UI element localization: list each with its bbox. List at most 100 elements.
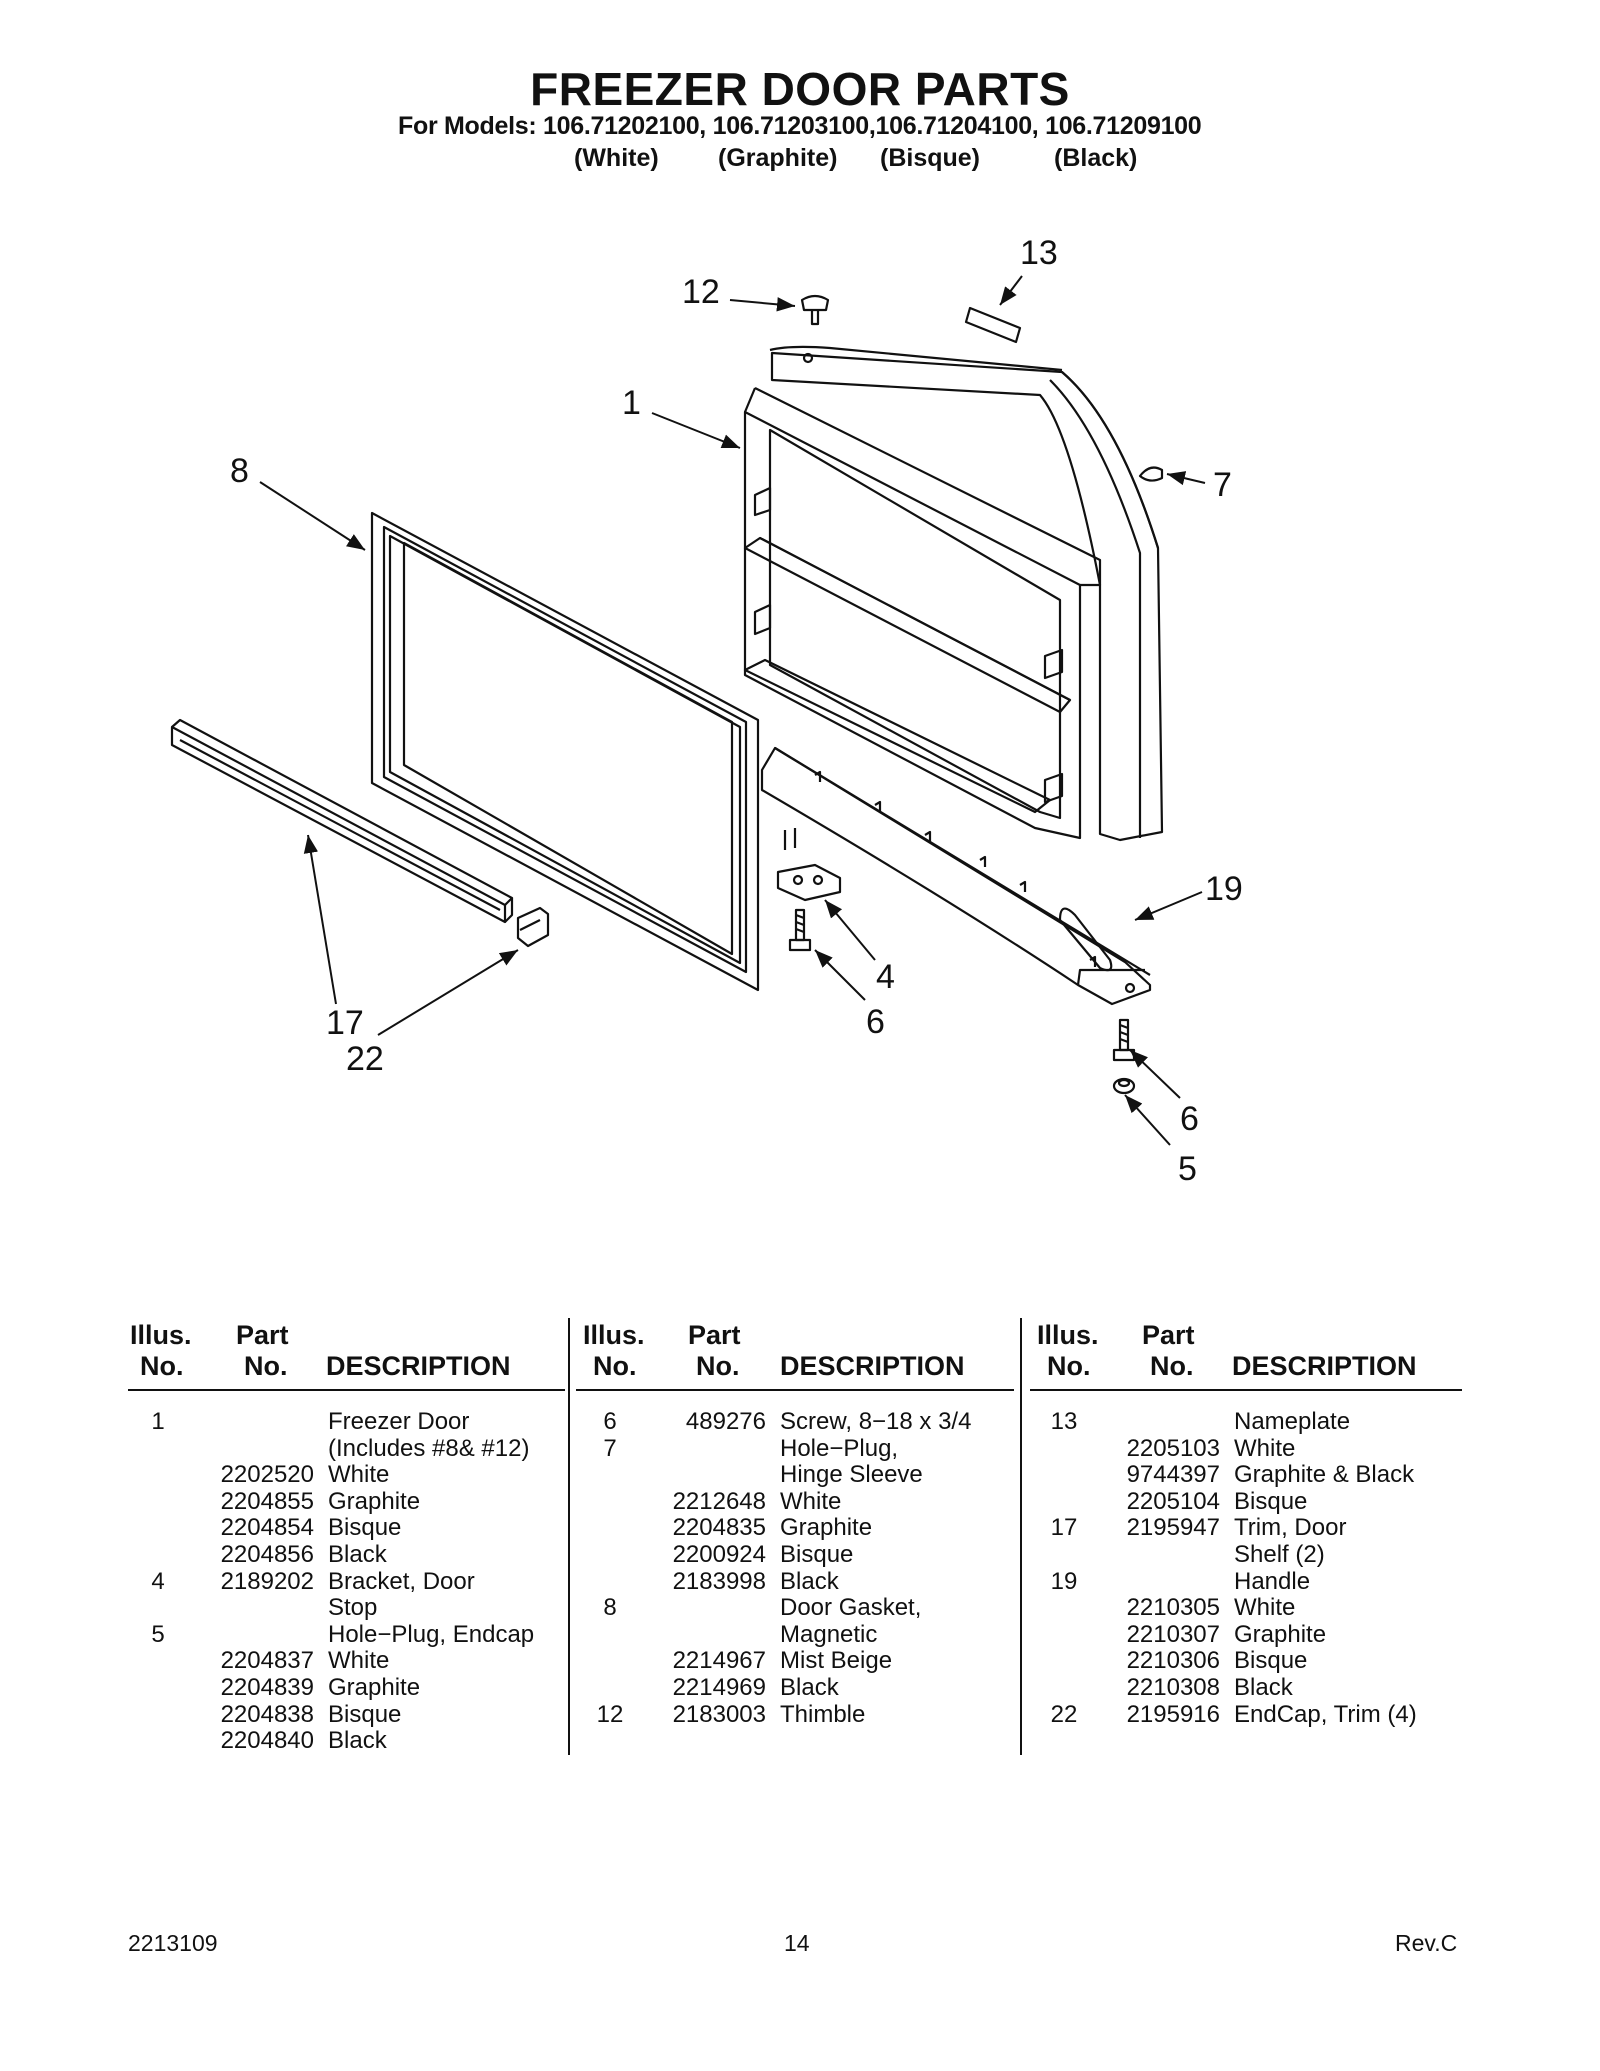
part-description: White — [1234, 1594, 1296, 1622]
revision: Rev.C — [1395, 1930, 1458, 1956]
part-header: Part No. — [1142, 1320, 1195, 1381]
part-description: White — [328, 1647, 390, 1675]
part-description: EndCap, Trim (4) — [1234, 1700, 1417, 1728]
part-number: 2210305 — [1126, 1594, 1220, 1622]
illus-header: Illus. No. — [130, 1320, 192, 1381]
part-number: 2205103 — [1126, 1434, 1220, 1462]
illus-number: 6 — [603, 1408, 617, 1435]
part-header: Part No. — [688, 1320, 741, 1381]
part-description: Graphite — [780, 1514, 873, 1542]
part-number: 2210308 — [1126, 1673, 1220, 1701]
part-description: Black — [328, 1540, 387, 1568]
part-description: Trim, Door — [1234, 1514, 1347, 1542]
part-description: Magnetic — [780, 1620, 878, 1648]
illus-number: 17 — [1050, 1514, 1078, 1542]
part-number: 2214969 — [672, 1673, 766, 1701]
part-description: Black — [780, 1567, 839, 1595]
callout-22: 22 — [346, 1040, 384, 1078]
part-number: 2183003 — [672, 1700, 766, 1728]
callout-12: 12 — [682, 273, 720, 311]
callout-4: 4 — [876, 958, 895, 996]
document-number: 2213109 — [128, 1930, 218, 1956]
parts-row: 4 2189202 Bracket, Door — [146, 1568, 566, 1595]
trim-endcap — [516, 906, 550, 948]
part-description: White — [780, 1487, 842, 1515]
part-description: Hinge Sleeve — [780, 1461, 923, 1489]
part-number: 2204855 — [220, 1487, 314, 1515]
parts-row: 2205103 White — [1052, 1435, 1472, 1462]
parts-row: Hinge Sleeve — [598, 1461, 1018, 1488]
illus-number: 1 — [151, 1408, 165, 1435]
nameplate — [964, 306, 1022, 344]
model-list: For Models: 106.71202100, 106.71203100,1… — [398, 112, 1202, 140]
part-description: Thimble — [780, 1700, 866, 1728]
part-description: Hole−Plug, Endcap — [328, 1620, 535, 1648]
illus-number: 13 — [1050, 1408, 1078, 1435]
part-number: 2202520 — [220, 1461, 314, 1489]
part-number: 2204840 — [220, 1727, 314, 1755]
parts-row: Magnetic — [598, 1621, 1018, 1648]
part-number: 2189202 — [220, 1567, 314, 1595]
color-graphite: (Graphite) — [718, 144, 838, 172]
part-description: Door Gasket, — [780, 1594, 922, 1622]
part-number: 2183998 — [672, 1567, 766, 1595]
description-header: DESCRIPTION — [1232, 1351, 1417, 1381]
door-gasket — [370, 511, 760, 992]
parts-row: 2214969 Black — [598, 1674, 1018, 1701]
handle-screw — [1112, 1018, 1136, 1062]
parts-row: 2183998 Black — [598, 1568, 1018, 1595]
part-description: Black — [328, 1727, 387, 1755]
part-description: Bracket, Door — [328, 1567, 475, 1595]
part-description: Hole−Plug, — [780, 1434, 899, 1462]
color-white: (White) — [574, 144, 659, 172]
door-shelf-trim — [170, 718, 514, 924]
part-description: Black — [780, 1673, 839, 1701]
part-description: Bisque — [1234, 1487, 1308, 1515]
part-number: 2200924 — [672, 1540, 766, 1568]
part-description: Graphite — [1234, 1620, 1327, 1648]
part-description: Freezer Door — [328, 1408, 470, 1435]
part-number: 2204835 — [672, 1514, 766, 1542]
part-number: 2210306 — [1126, 1647, 1220, 1675]
freezer-door — [743, 345, 1164, 842]
part-number: 489276 — [685, 1408, 766, 1435]
header-rule — [1030, 1389, 1462, 1391]
illus-number: 4 — [151, 1567, 165, 1595]
part-header: Part No. — [236, 1320, 289, 1381]
color-bisque: (Bisque) — [880, 144, 980, 172]
door-stop-bracket — [776, 828, 842, 902]
illus-number: 19 — [1050, 1567, 1078, 1595]
hole-plug-endcap — [1112, 1077, 1136, 1095]
callout-17: 17 — [326, 1004, 364, 1042]
exploded-parts-diagram: 12 13 1 8 7 19 4 6 17 22 6 5 — [170, 234, 1243, 1188]
part-description: Stop — [328, 1594, 378, 1622]
illus-number: 8 — [603, 1594, 617, 1622]
part-description: Nameplate — [1234, 1408, 1351, 1435]
part-description: Bisque — [1234, 1647, 1308, 1675]
illus-number: 7 — [603, 1434, 617, 1462]
parts-row: 2210305 White — [1052, 1594, 1472, 1621]
illus-number: 22 — [1050, 1700, 1078, 1728]
illus-number: 5 — [151, 1620, 165, 1648]
illus-number: 12 — [596, 1700, 624, 1728]
part-description: White — [1234, 1434, 1296, 1462]
part-description: Shelf (2) — [1234, 1540, 1325, 1568]
callout-8: 8 — [230, 452, 249, 490]
part-number: 2214967 — [672, 1647, 766, 1675]
header-rule — [128, 1389, 565, 1391]
hole-plug-hinge-sleeve — [1138, 466, 1164, 482]
part-description: Black — [1234, 1673, 1293, 1701]
illus-header: Illus. No. — [583, 1320, 645, 1381]
parts-row: 5 Hole−Plug, Endcap — [146, 1621, 566, 1648]
parts-row: 2210306 Bisque — [1052, 1647, 1472, 1674]
part-number: 2204839 — [220, 1673, 314, 1701]
